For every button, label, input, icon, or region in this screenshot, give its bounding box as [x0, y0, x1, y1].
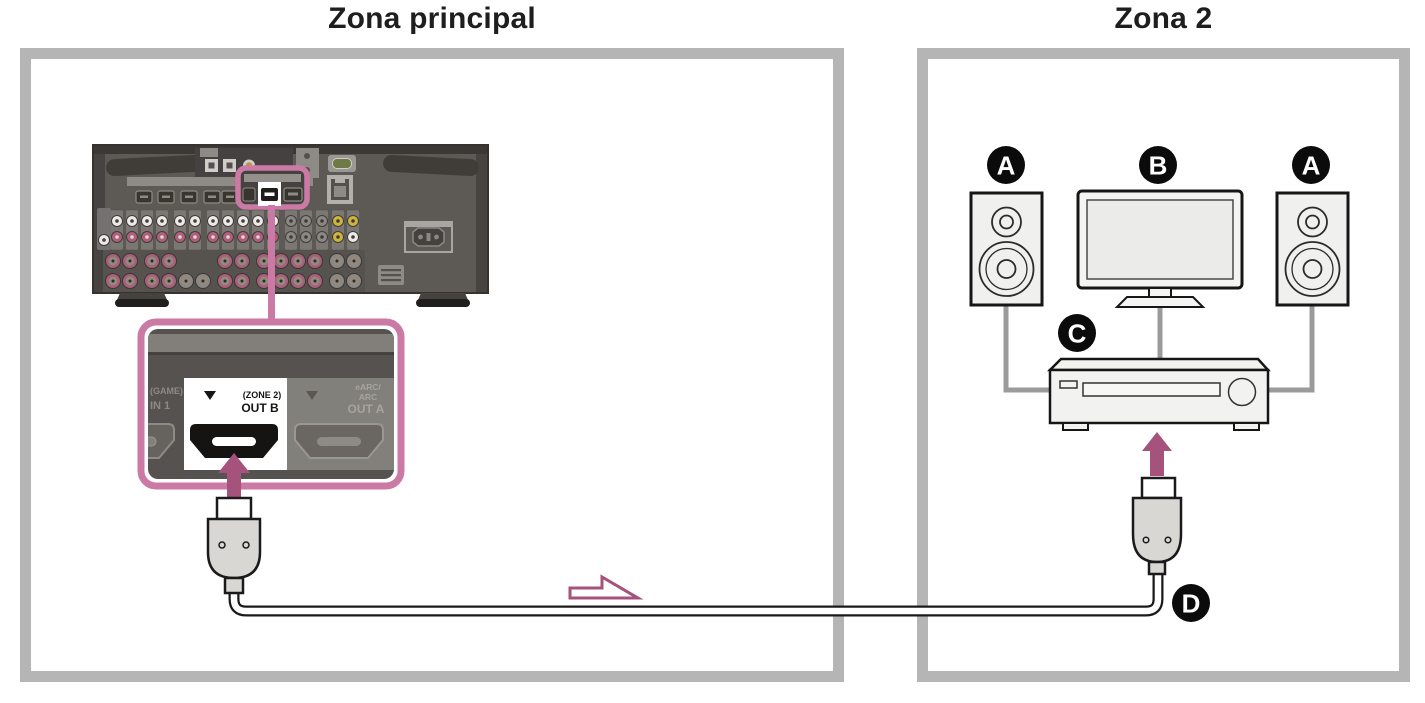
rca-input-jacks	[110, 209, 360, 251]
lan-port	[327, 175, 353, 204]
callout-speaker-left: A	[987, 146, 1025, 184]
hdmi-plug-left	[206, 496, 262, 595]
zone2-speaker-right	[1275, 191, 1350, 307]
hdmi-ports-row	[135, 190, 239, 204]
svg-text:A: A	[997, 151, 1016, 181]
antenna-left	[106, 154, 202, 177]
hdmi-highlight-box	[235, 165, 310, 210]
zone2-tv	[1076, 189, 1244, 308]
port-label-outa: OUT A	[348, 402, 385, 416]
callout-amplifier: C	[1058, 314, 1096, 352]
antenna-right	[383, 154, 479, 177]
rs232-port	[328, 155, 356, 172]
vent-grille	[378, 265, 404, 285]
port-label-in1: IN 1	[150, 400, 170, 412]
hdmi-cable	[206, 476, 1183, 617]
port-label-zone2: (ZONE 2)	[243, 390, 282, 400]
svg-text:D: D	[1182, 589, 1201, 619]
hdmi-plug-right	[1131, 476, 1183, 576]
zone-2-title: Zona 2	[1114, 2, 1213, 35]
amp-volume-knob	[1227, 377, 1257, 407]
port-label-arc: ARC	[359, 392, 377, 402]
up-arrow-icon	[218, 453, 250, 498]
zone-main-title: Zona principal	[328, 2, 536, 35]
callout-speaker-right: A	[1292, 146, 1330, 184]
down-triangle-icon	[306, 391, 318, 400]
port-label-outb: OUT B	[241, 401, 279, 415]
zone2-wires	[1003, 305, 1315, 393]
av-receiver-rear-panel	[92, 144, 489, 307]
zone2-speaker-left	[969, 191, 1044, 307]
svg-text:C: C	[1068, 319, 1087, 349]
amp-power-indicator	[1059, 380, 1078, 389]
svg-text:B: B	[1149, 151, 1168, 181]
zone2-amplifier	[1046, 357, 1271, 431]
callout-connector-line	[268, 205, 275, 325]
port-label-game: (GAME)	[150, 386, 183, 396]
signal-direction-icon	[568, 574, 644, 600]
ac-power-inlet	[404, 221, 453, 253]
port-label-earc: eARC/	[355, 382, 381, 392]
receiver-feet	[115, 293, 470, 307]
hdmi-detail-callout: (GAME) IN 1 (ZONE 2) OUT B eARC/ ARC OUT…	[137, 318, 405, 490]
hdmi-row-strip	[127, 177, 313, 186]
amp-display	[1082, 382, 1221, 397]
callout-hdmi-cable: D	[1172, 584, 1210, 622]
callout-tv: B	[1139, 146, 1177, 184]
svg-text:A: A	[1302, 151, 1321, 181]
up-arrow-icon	[1142, 432, 1172, 476]
speaker-terminals	[105, 253, 362, 289]
down-triangle-icon	[204, 391, 216, 400]
